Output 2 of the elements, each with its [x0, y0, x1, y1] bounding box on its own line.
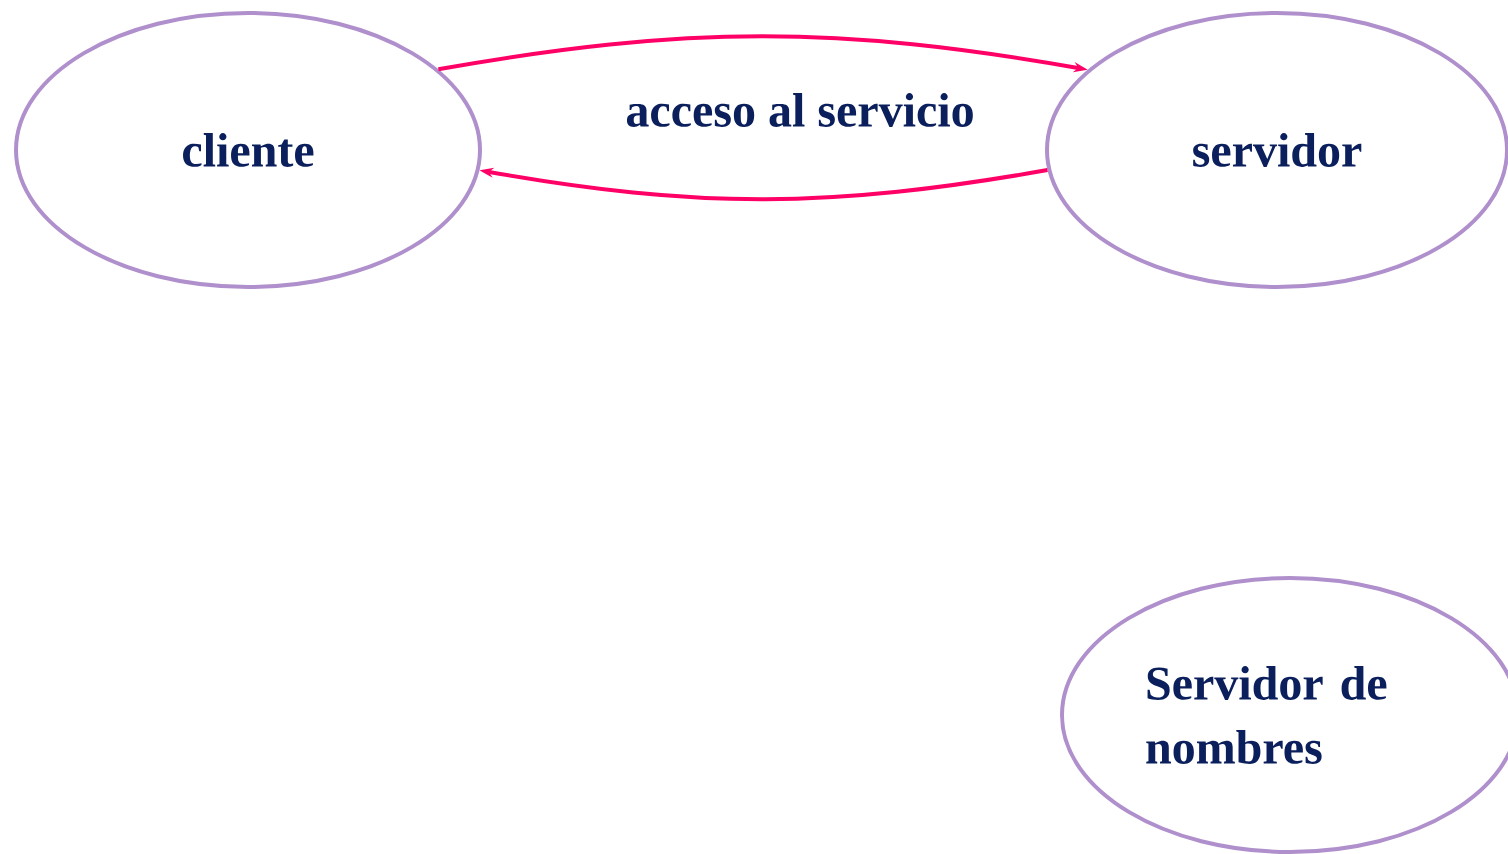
edge-label: acceso al servicio — [623, 91, 977, 129]
ellipse-node: cliente — [14, 11, 482, 289]
